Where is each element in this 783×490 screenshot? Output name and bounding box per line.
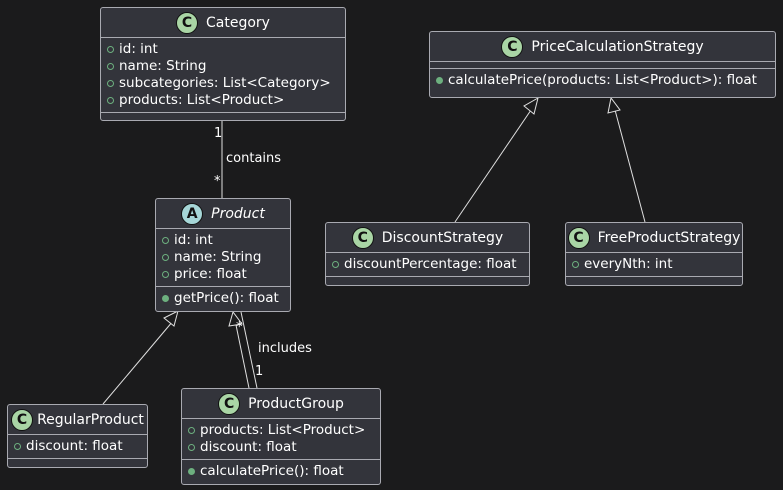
includes-label: includes xyxy=(258,341,312,356)
public-field-icon xyxy=(107,46,114,53)
class-name: RegularProduct xyxy=(37,411,144,428)
public-field-icon xyxy=(572,261,579,268)
class-badge-icon: C xyxy=(218,392,241,415)
method-row: calculatePrice(): float xyxy=(188,463,380,480)
class-name: DiscountStrategy xyxy=(381,229,504,246)
fields-section xyxy=(430,61,775,68)
productgroup-inheritance-line xyxy=(235,324,250,389)
class-badge-icon: C xyxy=(351,226,374,249)
public-field-icon xyxy=(332,261,339,268)
fields-section: products: List<Product> discount: float xyxy=(182,418,380,459)
class-badge-icon: C xyxy=(501,35,524,58)
fields-section: id: int name: String price: float xyxy=(156,228,290,286)
public-field-icon xyxy=(162,271,169,278)
public-field-icon xyxy=(14,443,21,450)
method-row: calculatePrice(products: List<Product>):… xyxy=(436,72,775,89)
field-row: discount: float xyxy=(14,438,147,455)
field-row: id: int xyxy=(107,41,345,58)
freeproductstrategy-inheritance-arrowhead xyxy=(607,96,621,114)
field-row: discount: float xyxy=(188,439,380,456)
class-header: C PriceCalculationStrategy xyxy=(430,32,775,61)
class-header: C Category xyxy=(101,8,345,37)
methods-section: calculatePrice(products: List<Product>):… xyxy=(430,68,775,92)
public-method-icon xyxy=(162,295,169,302)
public-field-icon xyxy=(162,254,169,261)
methods-section: calculatePrice(): float xyxy=(182,459,380,483)
class-free-product-strategy[interactable]: C FreeProductStrategy everyNth: int xyxy=(565,222,743,286)
class-header: C RegularProduct xyxy=(8,405,147,434)
class-category[interactable]: C Category id: int name: String subcateg… xyxy=(100,7,346,121)
field-row: name: String xyxy=(107,58,345,75)
fields-section: everyNth: int xyxy=(566,252,742,276)
class-badge-icon: C xyxy=(567,226,590,249)
class-header: C DiscountStrategy xyxy=(326,223,529,252)
public-method-icon xyxy=(188,468,195,475)
class-name: Product xyxy=(211,205,265,222)
class-regular-product[interactable]: C RegularProduct discount: float xyxy=(7,404,148,468)
fields-section: discount: float xyxy=(8,434,147,458)
methods-section xyxy=(566,276,742,283)
field-row: name: String xyxy=(162,249,290,266)
public-field-icon xyxy=(107,80,114,87)
discountstrategy-inheritance-arrowhead xyxy=(523,96,539,115)
field-row: discountPercentage: float xyxy=(332,256,529,273)
public-field-icon xyxy=(188,427,195,434)
methods-section xyxy=(101,112,345,119)
contains-target-multiplicity: * xyxy=(214,174,221,189)
abstract-badge-icon: A xyxy=(181,202,204,225)
public-field-icon xyxy=(107,63,114,70)
fields-section: discountPercentage: float xyxy=(326,252,529,276)
includes-target-multiplicity: * xyxy=(236,320,243,335)
productgroup-inheritance-arrowhead xyxy=(228,310,243,327)
class-name: PriceCalculationStrategy xyxy=(531,38,704,55)
methods-section xyxy=(326,276,529,283)
regularproduct-inheritance-arrowhead xyxy=(163,310,179,327)
class-name: ProductGroup xyxy=(248,395,344,412)
class-product-group[interactable]: C ProductGroup products: List<Product> d… xyxy=(181,388,381,485)
class-header: A Product xyxy=(156,199,290,228)
field-row: products: List<Product> xyxy=(107,92,345,109)
public-field-icon xyxy=(162,237,169,244)
field-row: id: int xyxy=(162,232,290,249)
public-field-icon xyxy=(107,97,114,104)
contains-source-multiplicity: 1 xyxy=(214,126,223,141)
class-price-calculation-strategy[interactable]: C PriceCalculationStrategy calculatePric… xyxy=(429,31,776,98)
class-badge-icon: C xyxy=(176,11,199,34)
freeproductstrategy-inheritance-line xyxy=(614,109,646,223)
public-method-icon xyxy=(436,77,443,84)
class-name: FreeProductStrategy xyxy=(597,229,741,246)
includes-source-multiplicity: 1 xyxy=(255,364,264,379)
public-field-icon xyxy=(188,444,195,451)
discountstrategy-inheritance-line xyxy=(454,109,532,223)
methods-section xyxy=(8,458,147,465)
includes-line xyxy=(240,311,258,389)
field-row: price: float xyxy=(162,266,290,283)
field-row: products: List<Product> xyxy=(188,422,380,439)
class-name: Category xyxy=(206,14,270,31)
field-row: subcategories: List<Category> xyxy=(107,75,345,92)
methods-section: getPrice(): float xyxy=(156,286,290,310)
class-header: C FreeProductStrategy xyxy=(566,223,742,252)
field-row: everyNth: int xyxy=(572,256,742,273)
class-discount-strategy[interactable]: C DiscountStrategy discountPercentage: f… xyxy=(325,222,530,286)
fields-section: id: int name: String subcategories: List… xyxy=(101,37,345,112)
regularproduct-inheritance-line xyxy=(102,320,174,405)
method-row: getPrice(): float xyxy=(162,290,290,307)
class-badge-icon: C xyxy=(11,408,34,431)
class-product[interactable]: A Product id: int name: String price: fl… xyxy=(155,198,291,312)
class-header: C ProductGroup xyxy=(182,389,380,418)
contains-label: contains xyxy=(226,151,282,166)
